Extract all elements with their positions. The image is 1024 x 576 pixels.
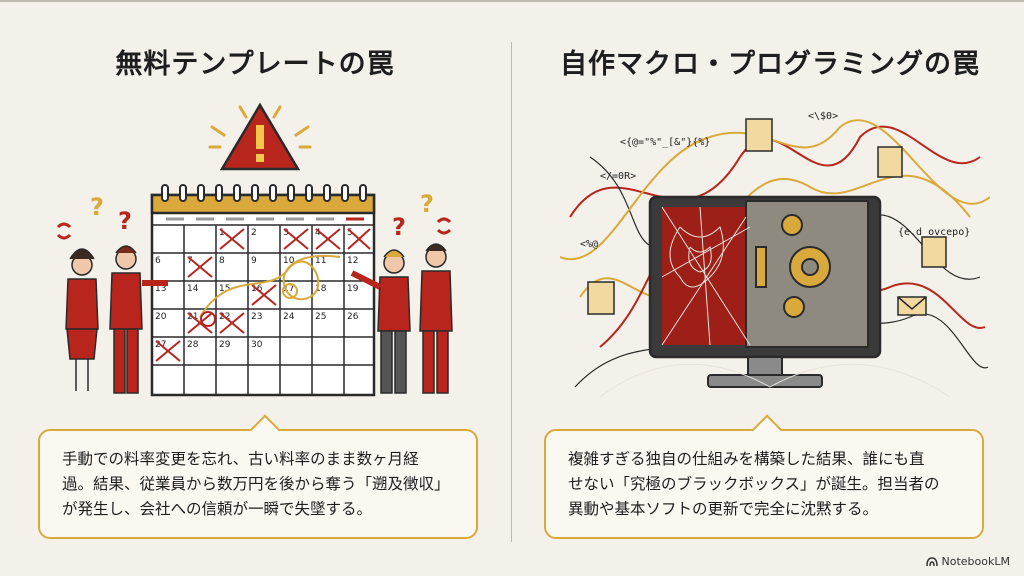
calendar-day-number: 19 xyxy=(347,284,359,294)
calendar-icon: 1234567891011121314151617181920212223242… xyxy=(150,184,376,397)
calendar-illustration: 1234567891011121314151617181920212223242… xyxy=(40,97,480,402)
left-callout-line: が発生し、会社への信頼が一瞬で失墜する。 xyxy=(62,500,373,518)
notebooklm-logo-icon xyxy=(925,556,938,566)
calendar-day-number: 12 xyxy=(347,256,358,266)
blackbox-illustration: <{@="%"_[&"}{%} </=0R> {e.d ovcepo} <%@ … xyxy=(559,97,991,402)
calendar-day-number: 4 xyxy=(315,228,321,238)
calendar-day-number: 7 xyxy=(187,256,193,266)
calendar-day-number: 24 xyxy=(283,312,295,322)
calendar-day-number: 3 xyxy=(283,228,289,238)
right-title: 自作マクロ・プログラミングの罠 xyxy=(560,49,980,80)
left-callout-line: 手動での料率変更を忘れ、古い料率のまま数ヶ月経 xyxy=(62,450,419,468)
callout-tail xyxy=(249,414,281,446)
calendar-day-number: 18 xyxy=(315,284,327,294)
right-callout-line: 複雑すぎる独自の仕組みを構築した結果、誰にも直 xyxy=(568,450,925,468)
code-snippet-text: <%@ xyxy=(580,239,598,250)
person-woman-icon xyxy=(65,248,99,391)
calendar-day-number: 25 xyxy=(315,312,326,322)
calendar-day-number: 26 xyxy=(347,312,359,322)
calendar-day-number: 14 xyxy=(187,284,199,294)
calendar-day-number: 30 xyxy=(251,340,263,350)
code-snippet-text: </=0R> xyxy=(600,171,636,182)
right-callout: 複雑すぎる独自の仕組みを構築した結果、誰にも直 せない「究極のブラックボックス」… xyxy=(544,414,984,539)
question-mark-icon: ? xyxy=(392,213,406,241)
calendar-day-number: 13 xyxy=(155,284,166,294)
calendar-day-number: 23 xyxy=(251,312,262,322)
brand-watermark: NotebookLM xyxy=(925,555,1010,568)
left-callout-line: 過。結果、従業員から数万円を後から奪う「遡及徴収」 xyxy=(62,475,450,493)
question-mark-icon: ? xyxy=(420,190,434,218)
question-mark-icon: ? xyxy=(90,193,104,221)
warning-icon xyxy=(208,102,312,171)
calendar-day-number: 1 xyxy=(219,228,225,238)
anger-icon xyxy=(56,217,452,240)
right-callout-line: せない「究極のブラックボックス」が誕生。担当者の xyxy=(568,475,940,493)
calendar-day-number: 8 xyxy=(219,256,225,266)
code-snippet-text: {e.d ovcepo} xyxy=(898,227,970,238)
code-snippet-text: <{@="%"_[&"}{%} xyxy=(620,137,710,148)
calendar-day-number: 20 xyxy=(155,312,167,322)
calendar-day-number: 28 xyxy=(187,340,199,350)
right-callout-line: 異動や基本ソフトの更新で完全に沈黙する。 xyxy=(568,500,879,518)
calendar-day-number: 10 xyxy=(283,256,295,266)
document-icon xyxy=(587,118,947,315)
envelope-icon xyxy=(897,296,927,316)
calendar-day-number: 17 xyxy=(283,284,294,294)
calendar-day-number: 2 xyxy=(251,228,257,238)
brand-label: NotebookLM xyxy=(941,555,1010,568)
left-callout: 手動での料率変更を忘れ、古い料率のまま数ヶ月経 過。結果、従業員から数万円を後か… xyxy=(38,414,478,539)
calendar-day-number: 29 xyxy=(219,340,231,350)
vault-icon xyxy=(745,200,869,348)
person-man-icon xyxy=(350,249,411,394)
calendar-day-number: 11 xyxy=(315,256,326,266)
calendar-day-number: 9 xyxy=(251,256,257,266)
calendar-day-number: 5 xyxy=(347,228,353,238)
person-man-icon xyxy=(419,243,453,394)
calendar-day-number: 6 xyxy=(155,256,161,266)
left-title: 無料テンプレートの罠 xyxy=(115,49,395,80)
center-divider xyxy=(511,42,512,542)
calendar-day-number: 15 xyxy=(219,284,230,294)
question-mark-icon: ? xyxy=(118,207,132,235)
person-man-icon xyxy=(109,245,168,394)
code-snippet-text: <\$0> xyxy=(808,111,838,122)
spiderweb-icon xyxy=(599,206,951,398)
callout-tail xyxy=(751,414,783,446)
